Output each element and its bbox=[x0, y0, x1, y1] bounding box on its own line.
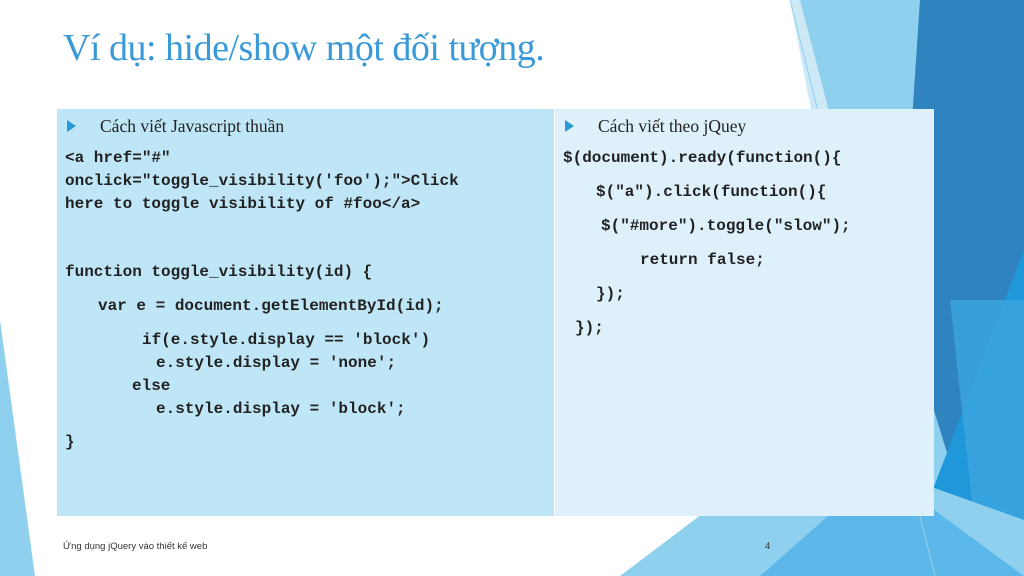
code-line: else bbox=[132, 377, 171, 395]
code-line: <a href="#" bbox=[65, 149, 171, 167]
footer-text: Ứng dụng jQuery vào thiết kế web bbox=[63, 541, 208, 552]
code-line: $("a").click(function(){ bbox=[596, 183, 827, 201]
triangle-bullet-icon bbox=[565, 120, 574, 132]
page-number: 4 bbox=[765, 541, 771, 552]
right-heading-text: Cách viết theo jQuey bbox=[598, 115, 747, 136]
triangle-bullet-icon bbox=[67, 120, 76, 132]
left-heading-text: Cách viết Javascript thuần bbox=[100, 115, 285, 136]
code-line: if(e.style.display == 'block') bbox=[142, 331, 431, 349]
right-bullet-heading: Cách viết theo jQuey bbox=[563, 115, 926, 137]
slide-title: Ví dụ: hide/show một đối tượng. bbox=[63, 27, 545, 69]
code-line: e.style.display = 'block'; bbox=[156, 400, 406, 418]
code-line: var e = document.getElementById(id); bbox=[98, 297, 444, 315]
code-line: }); bbox=[596, 285, 625, 303]
code-line: e.style.display = 'none'; bbox=[156, 354, 397, 372]
code-line: $("#more").toggle("slow"); bbox=[601, 217, 851, 235]
code-line: return false; bbox=[640, 251, 765, 269]
code-line: $(document).ready(function(){ bbox=[563, 149, 842, 167]
code-line: onclick="toggle_visibility('foo');">Clic… bbox=[65, 172, 459, 190]
code-line: }); bbox=[575, 319, 604, 337]
code-line: here to toggle visibility of #foo</a> bbox=[65, 195, 421, 213]
left-bullet-heading: Cách viết Javascript thuần bbox=[65, 115, 546, 137]
jquery-code-panel: Cách viết theo jQuey $(document).ready(f… bbox=[555, 109, 934, 516]
code-line: } bbox=[65, 433, 75, 451]
code-line: function toggle_visibility(id) { bbox=[65, 263, 373, 281]
javascript-code-panel: Cách viết Javascript thuần <a href="#" o… bbox=[57, 109, 554, 516]
